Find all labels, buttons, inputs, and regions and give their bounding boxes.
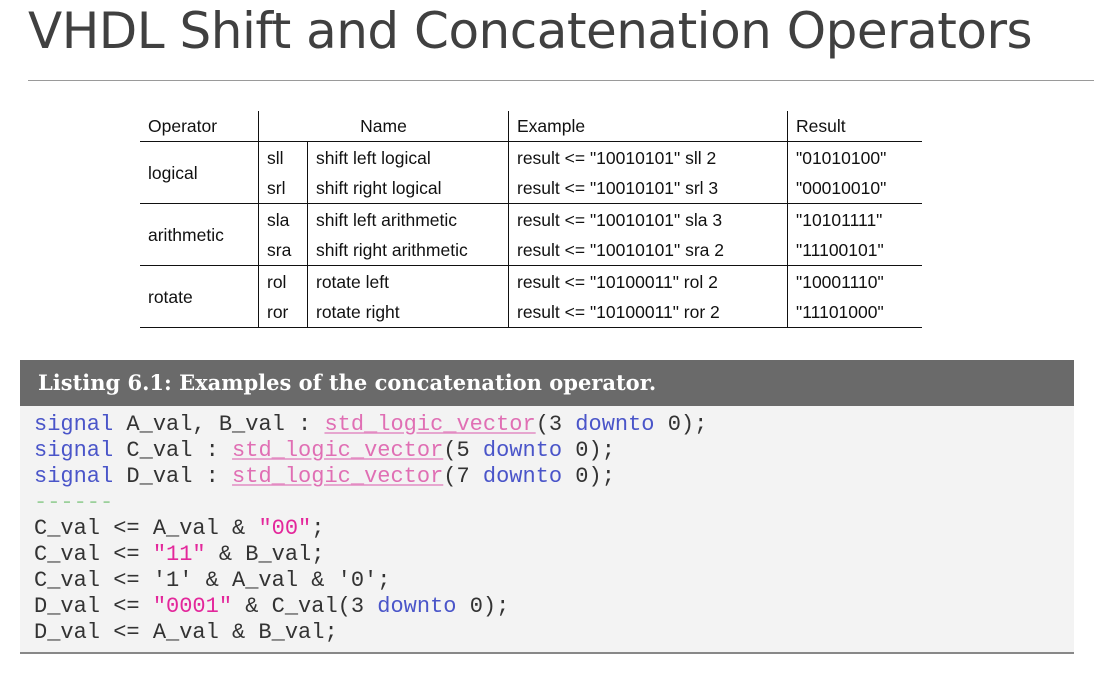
operator-name: shift left arithmetic bbox=[307, 203, 509, 235]
operator-name: shift right logical bbox=[307, 173, 509, 204]
code-block: signal A_val, B_val : std_logic_vector(3… bbox=[20, 406, 1074, 654]
slide-title: VHDL Shift and Concatenation Operators bbox=[28, 2, 1033, 60]
code-token: C_val <= A_val & bbox=[34, 516, 259, 541]
header-example: Example bbox=[508, 111, 788, 142]
code-token: downto bbox=[575, 412, 655, 437]
header-name: Name bbox=[258, 111, 509, 142]
table-header-row: Operator Name Example Result bbox=[140, 111, 922, 142]
code-line: D_val <= "0001" & C_val(3 downto 0); bbox=[34, 594, 1074, 620]
operator-result: "11100101" bbox=[787, 235, 922, 266]
code-token: (5 bbox=[443, 438, 483, 463]
code-token: downto bbox=[482, 438, 563, 463]
operator-symbol: sla bbox=[258, 203, 308, 235]
code-token: std_logic_vector bbox=[232, 438, 444, 463]
operator-symbol: ror bbox=[258, 297, 308, 328]
operator-result: "01010100" bbox=[787, 141, 922, 173]
operator-example: result <= "10100011" ror 2 bbox=[508, 297, 788, 328]
header-result: Result bbox=[787, 111, 922, 142]
code-token: D_val <= A_val & B_val; bbox=[34, 620, 338, 645]
code-token: "11" bbox=[152, 542, 206, 567]
operator-symbol: sra bbox=[258, 235, 308, 266]
operator-symbol: sll bbox=[258, 141, 308, 173]
operator-result: "00010010" bbox=[787, 173, 922, 204]
operator-name: shift right arithmetic bbox=[307, 235, 509, 266]
code-token: & C_val(3 bbox=[232, 594, 378, 619]
table-row: logical sll shift left logical result <=… bbox=[140, 141, 922, 204]
code-token: C_val <= '1' & A_val & '0'; bbox=[34, 568, 391, 593]
table-row: sra shift right arithmetic result <= "10… bbox=[140, 235, 922, 266]
operator-name: rotate right bbox=[307, 297, 509, 328]
code-token: D_val <= bbox=[34, 594, 153, 619]
operator-example: result <= "10010101" sll 2 bbox=[508, 141, 788, 173]
code-token: 0); bbox=[456, 594, 510, 619]
title-divider bbox=[28, 80, 1094, 81]
header-operator: Operator bbox=[140, 111, 259, 142]
code-line: C_val <= "11" & B_val; bbox=[34, 542, 1074, 568]
operator-example: result <= "10010101" srl 3 bbox=[508, 173, 788, 204]
code-token: "0001" bbox=[152, 594, 233, 619]
table-row: arithmetic sla shift left arithmetic res… bbox=[140, 203, 922, 266]
code-token: signal bbox=[34, 412, 114, 437]
code-line: signal C_val : std_logic_vector(5 downto… bbox=[34, 438, 1074, 464]
operator-symbol: srl bbox=[258, 173, 308, 204]
code-token: std_logic_vector bbox=[324, 412, 536, 437]
category-cell: rotate bbox=[140, 265, 259, 328]
code-token: 0); bbox=[654, 412, 708, 437]
code-token: (7 bbox=[443, 464, 483, 489]
operator-result: "10101111" bbox=[787, 203, 922, 235]
operator-example: result <= "10010101" sra 2 bbox=[508, 235, 788, 266]
code-token: std_logic_vector bbox=[232, 464, 444, 489]
category-cell: arithmetic bbox=[140, 203, 259, 266]
code-token: "00" bbox=[258, 516, 312, 541]
code-line: signal D_val : std_logic_vector(7 downto… bbox=[34, 464, 1074, 490]
code-token: ------ bbox=[34, 490, 114, 515]
table-row: srl shift right logical result <= "10010… bbox=[140, 173, 922, 204]
code-token: downto bbox=[377, 594, 457, 619]
code-token: D_val : bbox=[113, 464, 233, 489]
code-token: (3 bbox=[535, 412, 576, 437]
code-token: downto bbox=[482, 464, 563, 489]
operator-example: result <= "10100011" rol 2 bbox=[508, 265, 788, 297]
code-listing: Listing 6.1: Examples of the concatenati… bbox=[20, 360, 1074, 654]
listing-caption: Listing 6.1: Examples of the concatenati… bbox=[20, 360, 1074, 406]
category-cell: logical bbox=[140, 141, 259, 204]
code-token: & B_val; bbox=[205, 542, 325, 567]
code-line: signal A_val, B_val : std_logic_vector(3… bbox=[34, 412, 1074, 438]
code-token: C_val <= bbox=[34, 542, 153, 567]
operator-result: "11101000" bbox=[787, 297, 922, 328]
code-line: C_val <= '1' & A_val & '0'; bbox=[34, 568, 1074, 594]
operator-symbol: rol bbox=[258, 265, 308, 297]
operator-name: rotate left bbox=[307, 265, 509, 297]
operator-example: result <= "10010101" sla 3 bbox=[508, 203, 788, 235]
code-token: ; bbox=[311, 516, 325, 541]
table-row: ror rotate right result <= "10100011" ro… bbox=[140, 297, 922, 328]
code-line: ------ bbox=[34, 490, 1074, 516]
code-line: C_val <= A_val & "00"; bbox=[34, 516, 1074, 542]
code-line: D_val <= A_val & B_val; bbox=[34, 620, 1074, 646]
code-token: 0); bbox=[562, 464, 615, 489]
operator-result: "10001110" bbox=[787, 265, 922, 297]
table-row: rotate rol rotate left result <= "101000… bbox=[140, 265, 922, 328]
code-token: A_val, B_val : bbox=[113, 412, 325, 437]
code-token: signal bbox=[34, 464, 114, 489]
operator-table: Operator Name Example Result logical sll… bbox=[140, 111, 922, 328]
operator-name: shift left logical bbox=[307, 141, 509, 173]
code-token: 0); bbox=[562, 438, 615, 463]
code-token: signal bbox=[34, 438, 114, 463]
code-token: C_val : bbox=[113, 438, 233, 463]
